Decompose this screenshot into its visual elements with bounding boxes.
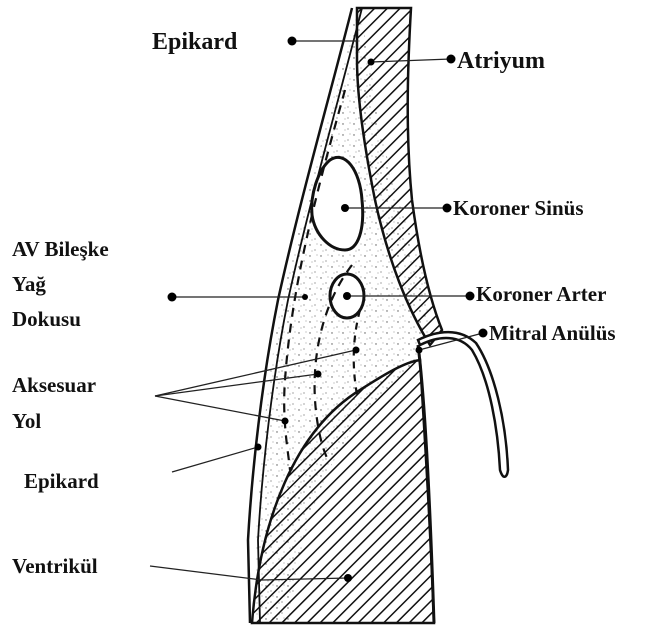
dot-koroner-sinus-target: [341, 204, 349, 212]
label-av-bileske-2: Yağ: [12, 272, 46, 296]
label-av-bileske-3: Dokusu: [12, 307, 81, 331]
leader-epikard-bottom: [172, 447, 258, 472]
dot-mitral-anulus-target: [416, 347, 423, 354]
dot-atriyum-target: [368, 59, 375, 66]
dot-fat-tissue: [168, 293, 177, 302]
label-epikard-bottom: Epikard: [24, 469, 99, 493]
label-aksesuar-1: Aksesuar: [12, 373, 96, 397]
dot-mitral-anulus: [479, 329, 488, 338]
dot-koroner-arter: [466, 292, 475, 301]
label-ventrikul: Ventrikül: [12, 554, 98, 578]
dot-epikard-top: [288, 37, 297, 46]
dot-ventrikul: [344, 574, 352, 582]
dot-koroner-sinus: [443, 204, 452, 213]
dot-epikard-bottom: [255, 444, 262, 451]
label-atriyum: Atriyum: [457, 48, 545, 74]
label-mitral-anulus: Mitral Anülüs: [489, 321, 616, 345]
leader-aksesuar-3: [155, 396, 285, 421]
label-aksesuar-2: Yol: [12, 409, 41, 433]
coronary-sinus: [312, 157, 363, 250]
label-epikard-top: Epikard: [152, 29, 238, 55]
dot-aksesuar-3: [282, 418, 289, 425]
dot-aksesuar-2: [315, 371, 322, 378]
mitral-leaflet: [418, 332, 508, 477]
dot-fat-tissue-target: [302, 294, 308, 300]
label-av-bileske-1: AV Bileşke: [12, 237, 109, 261]
label-koroner-arter: Koroner Arter: [476, 282, 606, 306]
dot-atriyum: [447, 55, 456, 64]
dot-aksesuar-1: [353, 347, 360, 354]
label-koroner-sinus: Koroner Sinüs: [453, 196, 584, 220]
dot-koroner-arter-target: [343, 292, 351, 300]
leader-ventrikul: [150, 566, 262, 580]
